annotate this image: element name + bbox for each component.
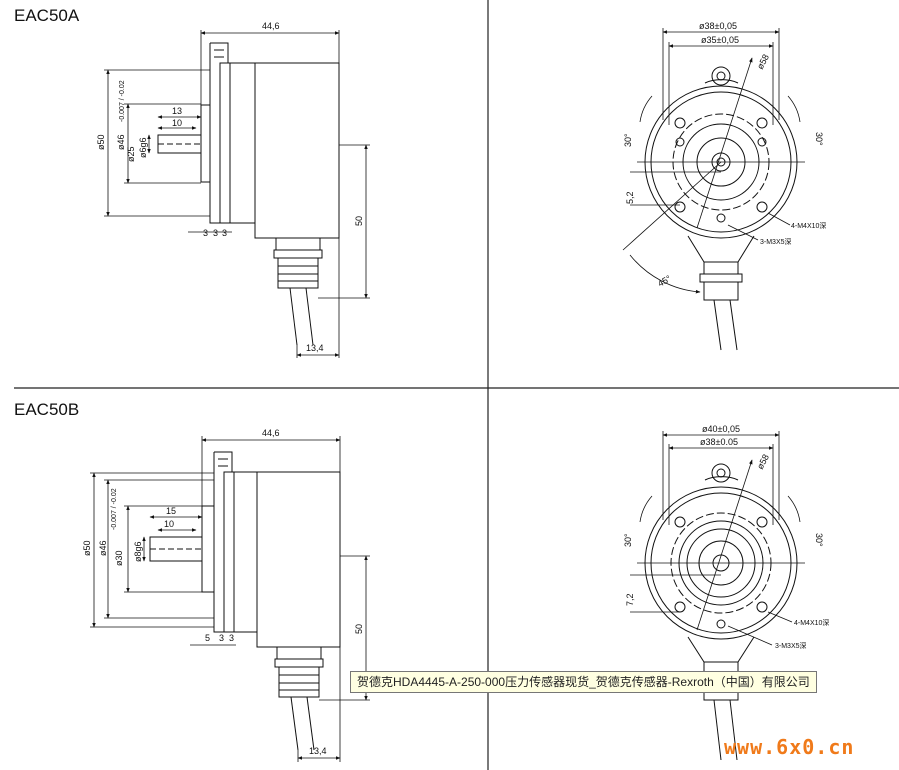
front-view-a	[644, 66, 798, 351]
front-labels-b: ø40±0,05 ø38±0.05 ø58 30° 30° 7,2 4-M4X1…	[623, 424, 829, 650]
side-dims-b	[90, 436, 370, 762]
front-dims-b	[630, 431, 805, 646]
dim-d1-b: ø40±0,05	[702, 424, 740, 434]
dim-step2-a: 3	[213, 228, 218, 238]
dim-angle-right-b: 30°	[814, 533, 824, 547]
dim-od1-b: ø50	[82, 540, 92, 556]
dim-height-a: 50	[354, 216, 364, 226]
dim-angle-45-a: 45°	[656, 273, 673, 289]
site-watermark: www.6x0.cn	[724, 735, 855, 759]
dim-len1-b: 15	[166, 506, 176, 516]
side-view-a	[157, 42, 340, 346]
dim-angle-right-a: 30°	[814, 132, 824, 146]
dim-height-b: 50	[354, 624, 364, 634]
hole-label-1-a: 4-M4X10深	[791, 221, 826, 230]
dim-angle-left-a: 30°	[623, 133, 633, 147]
dim-step3-b: 3	[229, 633, 234, 643]
dim-d1-a: ø38±0,05	[699, 21, 737, 31]
front-dims-a	[622, 28, 805, 294]
dim-len2-a: 10	[172, 118, 182, 128]
front-labels-a: ø38±0,05 ø35±0,05 ø58 30° 30° 5,2 45° 4-…	[623, 21, 826, 289]
dim-width-b: 44,6	[262, 428, 280, 438]
dim-step1-b: 5	[205, 633, 210, 643]
dim-angle-left-b: 30°	[623, 533, 633, 547]
panel-title-eac50b: EAC50B	[14, 400, 80, 419]
dim-cable-b: 13,4	[309, 746, 327, 756]
dim-step1-a: 3	[203, 228, 208, 238]
dim-od2-a: ø46	[116, 134, 126, 150]
image-title-tooltip: 贺德克HDA4445-A-250-000压力传感器现货_贺德克传感器-Rexro…	[350, 671, 817, 693]
hole-label-2-b: 3-M3X5深	[775, 641, 807, 650]
dim-tol-b: -0.007 / -0.02	[111, 488, 118, 530]
dim-step3-a: 3	[222, 228, 227, 238]
dim-od2-b: ø46	[98, 540, 108, 556]
dim-offset-a: 5,2	[625, 191, 635, 204]
housing-a	[254, 62, 340, 239]
dim-spigot-a: ø25	[126, 146, 136, 162]
dim-len2-b: 10	[164, 519, 174, 529]
dim-shaft-b: ø8g6	[133, 541, 143, 562]
side-dims-a	[104, 30, 370, 358]
dim-spigot-b: ø30	[114, 550, 124, 566]
dim-step2-b: 3	[219, 633, 224, 643]
dim-shaft-a: ø6g6	[138, 137, 148, 158]
dim-len1-a: 13	[172, 106, 182, 116]
dim-d2-b: ø38±0.05	[700, 437, 738, 447]
dim-cable-a: 13,4	[306, 343, 324, 353]
dim-od1-a: ø50	[96, 134, 106, 150]
hole-label-1-b: 4-M4X10深	[794, 618, 829, 627]
dim-offset-b: 7,2	[625, 593, 635, 606]
dim-d2-a: ø35±0,05	[701, 35, 739, 45]
hole-label-2-a: 3-M3X5深	[760, 237, 792, 246]
dim-tol-a: -0.007 / -0.02	[119, 80, 126, 122]
side-labels-b: 44,6 ø50 ø46 ø30 -0.007 / -0.02 ø8g6 15 …	[82, 428, 364, 756]
side-view-b	[149, 451, 341, 751]
panel-title-eac50a: EAC50A	[14, 6, 80, 25]
housing-b	[256, 471, 341, 648]
dim-d3-a: ø58	[755, 53, 771, 71]
dim-d3-b: ø58	[755, 453, 771, 471]
side-labels-a: 44,6 ø50 ø46 ø25 -0.007 / -0.02 ø6g6 13 …	[96, 21, 364, 353]
dim-width-a: 44,6	[262, 21, 280, 31]
